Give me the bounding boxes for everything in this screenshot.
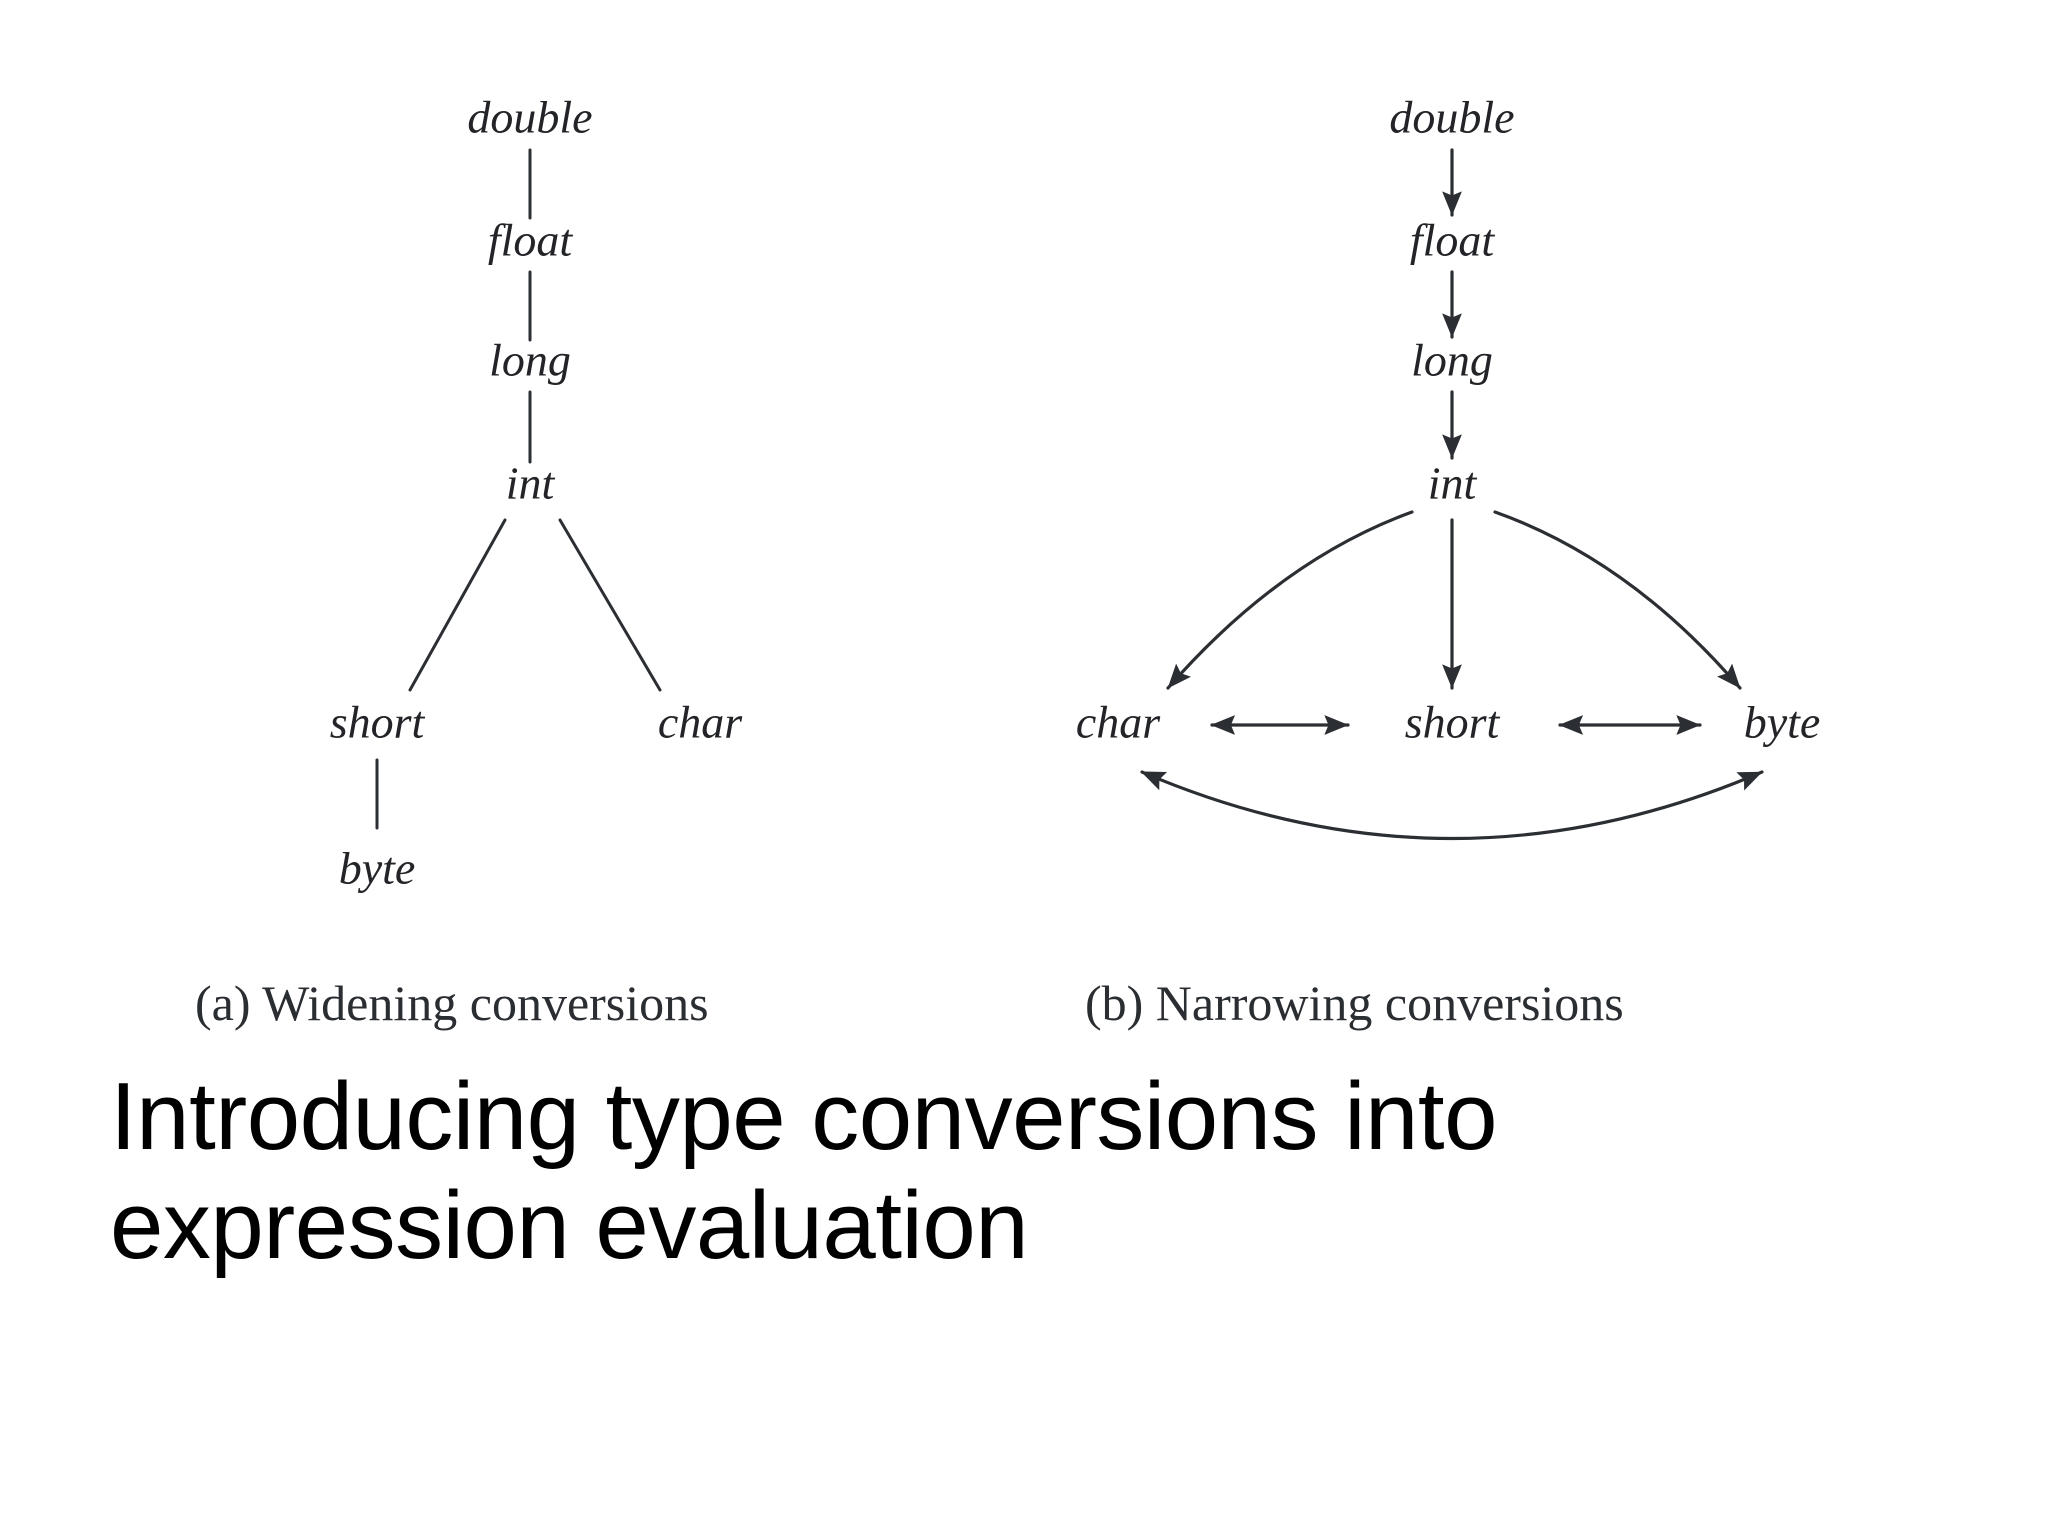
node-label-b-byte: byte <box>1744 697 1821 748</box>
edge-b-int-char <box>1166 510 1414 690</box>
edge-b-int-byte <box>1493 510 1742 690</box>
panel-a-caption: (a) Widening conversions <box>195 975 709 1031</box>
node-label-a-byte: byte <box>339 843 416 894</box>
node-label-b-short: short <box>1405 697 1501 748</box>
edge-b-char-byte-arc <box>1140 770 1764 841</box>
panel-b-group: double float long int char short byte (b… <box>1076 92 1820 1031</box>
node-label-a-long: long <box>489 335 571 386</box>
node-label-b-float: float <box>1410 215 1496 266</box>
panel-b-caption: (b) Narrowing conversions <box>1085 975 1624 1031</box>
node-label-a-char: char <box>658 697 743 748</box>
node-label-b-char: char <box>1076 697 1161 748</box>
edge-a-int-short <box>408 518 507 692</box>
node-label-a-int: int <box>506 458 556 509</box>
page-title: Introducing type conversions into expres… <box>110 1063 1497 1280</box>
node-label-a-float: float <box>488 215 574 266</box>
figure-svg: double float long int short char byte (a… <box>195 92 1820 1031</box>
node-label-b-long: long <box>1411 335 1493 386</box>
panel-a-group: double float long int short char byte (a… <box>195 92 743 1031</box>
node-label-b-double: double <box>1389 92 1514 143</box>
node-label-b-int: int <box>1428 458 1478 509</box>
node-label-a-double: double <box>467 92 592 143</box>
edge-a-int-char <box>558 518 662 692</box>
type-conversion-figure: double float long int short char byte (a… <box>195 92 1820 1031</box>
node-label-a-short: short <box>330 697 426 748</box>
